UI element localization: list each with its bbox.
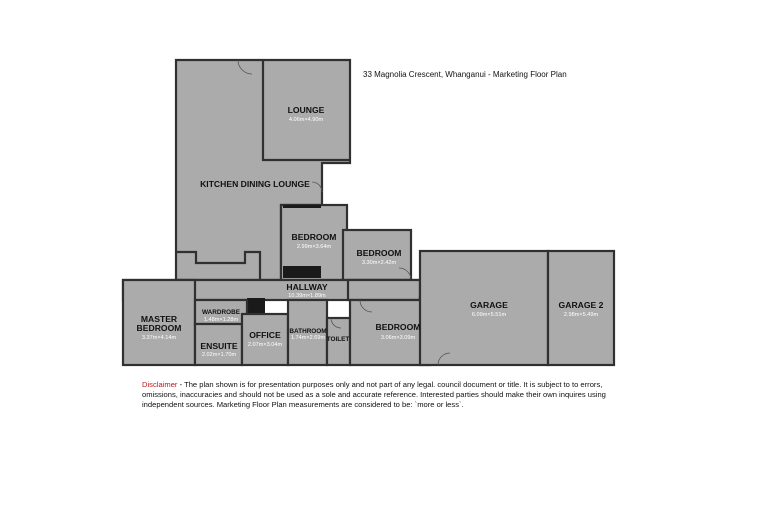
ensuite-area bbox=[193, 322, 244, 367]
bedroom-2-door-swing bbox=[398, 267, 412, 281]
bathroom-area bbox=[286, 298, 329, 367]
bedroom-2-label: BEDROOM bbox=[357, 248, 402, 258]
hallway-spur bbox=[346, 278, 422, 302]
garage-door-swing bbox=[437, 352, 451, 366]
wardrobe-dims: 1.48m×1.28m bbox=[204, 317, 239, 323]
bathroom-label: BATHROOM bbox=[289, 328, 326, 335]
lounge-label: LOUNGE bbox=[288, 105, 325, 115]
bedroom-1-label: BEDROOM bbox=[292, 232, 337, 242]
garage-label: GARAGE bbox=[470, 300, 508, 310]
kitchen-notch-wall bbox=[176, 250, 262, 280]
plan-title: 33 Magnolia Crescent, Whanganui - Market… bbox=[363, 70, 567, 79]
master-bedroom-dims: 3.37m×4.14m bbox=[142, 335, 177, 341]
garage-dims: 6.09m×5.51m bbox=[472, 312, 507, 318]
ensuite-dims: 2.02m×1.70m bbox=[202, 352, 237, 358]
bedroom-3-dims: 3.06m×3.09m bbox=[381, 335, 416, 341]
disclaimer: Disclaimer - The plan shown is for prese… bbox=[142, 380, 617, 410]
bathroom-dims: 1.74m×2.69m bbox=[291, 335, 326, 341]
ensuite-label: ENSUITE bbox=[200, 341, 238, 351]
bedroom-1-dims: 2.99m×3.64m bbox=[297, 244, 332, 250]
toilet-door-swing bbox=[330, 317, 342, 329]
hallway-label: HALLWAY bbox=[286, 282, 327, 292]
toilet-label: TOILET bbox=[327, 336, 350, 343]
master-bedroom-label-line1: MASTER bbox=[141, 314, 178, 324]
lounge-wall bbox=[261, 60, 350, 162]
garage-2-label: GARAGE 2 bbox=[559, 300, 604, 310]
disclaimer-body: - The plan shown is for presentation pur… bbox=[142, 380, 606, 409]
office-area bbox=[240, 312, 290, 367]
hallway-dims: 10.39m×1.89m bbox=[288, 293, 326, 299]
bedroom-3-door-swing bbox=[359, 299, 373, 313]
master-bedroom-label-line2: BEDROOM bbox=[137, 323, 182, 333]
bedroom-1-closet bbox=[283, 266, 321, 278]
hallway-cupboard bbox=[247, 298, 265, 314]
office-label: OFFICE bbox=[249, 330, 281, 340]
bedroom-2-dims: 3.30m×2.42m bbox=[362, 260, 397, 266]
lounge-door-swing bbox=[237, 59, 253, 75]
bedroom-3-label: BEDROOM bbox=[376, 322, 421, 332]
garage-2-area bbox=[546, 249, 616, 367]
lounge-dims: 4.06m×4.90m bbox=[289, 117, 324, 123]
garage-2-dims: 2.98m×5.49m bbox=[564, 312, 599, 318]
wardrobe-label: WARDROBE bbox=[202, 309, 241, 316]
disclaimer-lead: Disclaimer bbox=[142, 380, 178, 389]
bedroom-2-area bbox=[341, 228, 413, 282]
office-dims: 2.07m×3.04m bbox=[248, 342, 283, 348]
wardrobe-area bbox=[193, 298, 249, 326]
kitchen-door-swing bbox=[311, 181, 323, 193]
kitchen-label: KITCHEN DINING LOUNGE bbox=[200, 179, 310, 189]
bedroom-1-top-bar bbox=[283, 205, 321, 208]
